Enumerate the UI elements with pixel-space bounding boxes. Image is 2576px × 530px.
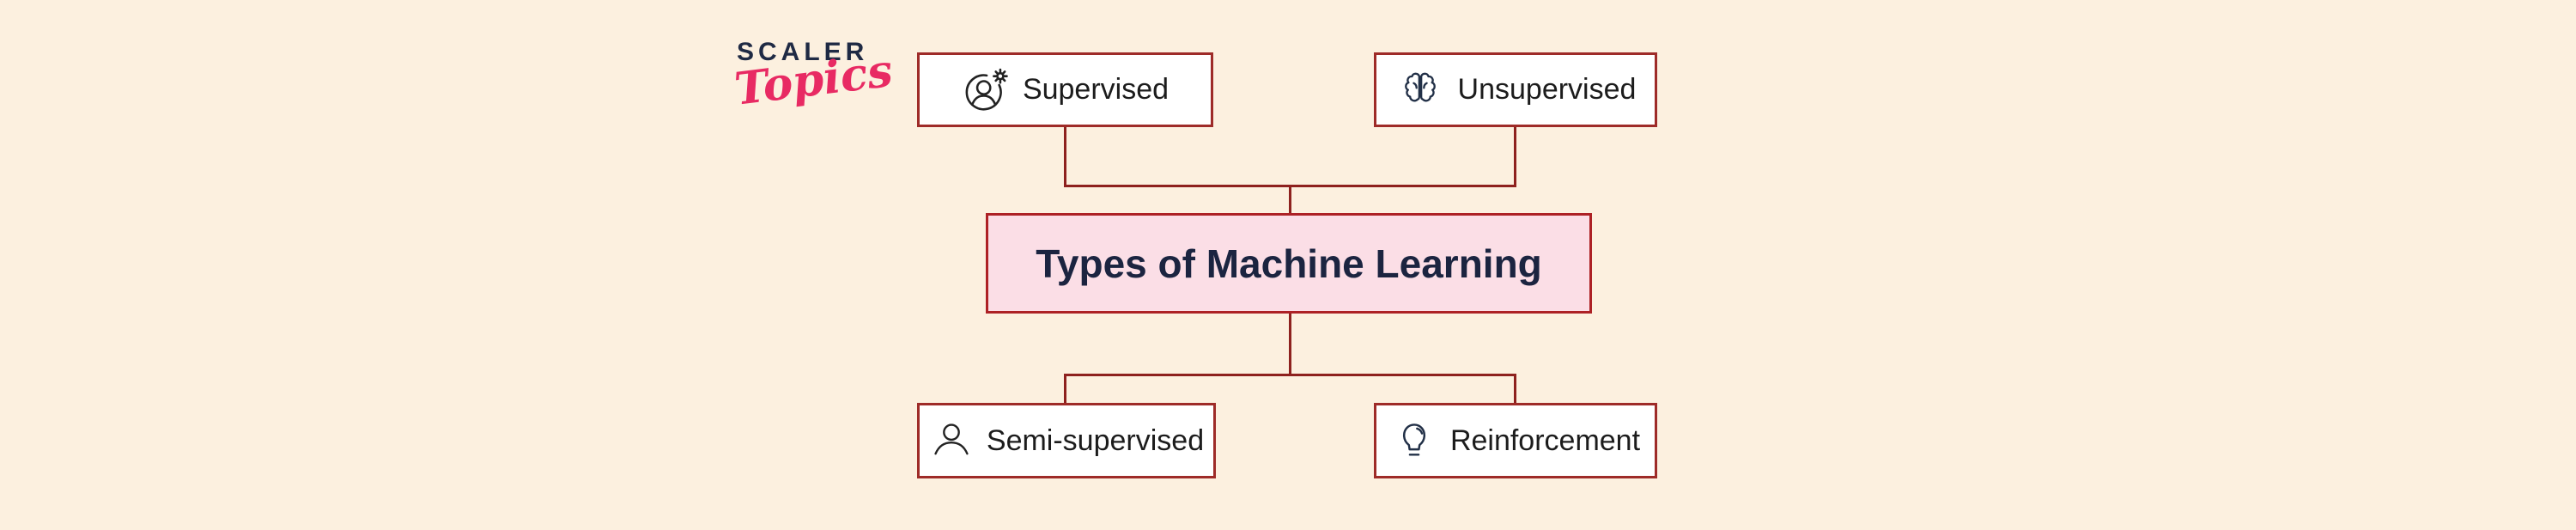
logo-brand-text: SCALER <box>737 38 869 66</box>
connector-line <box>1514 127 1516 187</box>
connector-line <box>1064 374 1066 403</box>
node-label: Unsupervised <box>1457 73 1637 106</box>
scaler-topics-logo: SCALER Topics <box>732 38 896 116</box>
connector-line <box>1289 185 1291 213</box>
root-title: Types of Machine Learning <box>1036 241 1542 286</box>
node-label: Semi-supervised <box>986 423 1205 457</box>
node-label: Supervised <box>1022 73 1170 106</box>
node-label: Reinforcement <box>1449 423 1641 457</box>
user-star-icon <box>962 66 1010 114</box>
node-reinforcement: Reinforcement <box>1374 403 1657 478</box>
lightbulb-icon <box>1391 417 1437 464</box>
person-icon <box>929 418 974 463</box>
connector-line <box>1514 374 1516 403</box>
connector-line <box>1064 127 1066 187</box>
brain-icon <box>1395 66 1445 114</box>
node-supervised: Supervised <box>917 52 1213 127</box>
connector-line <box>1289 314 1291 376</box>
node-root: Types of Machine Learning <box>986 213 1592 314</box>
node-unsupervised: Unsupervised <box>1374 52 1657 127</box>
connector-line <box>1064 374 1516 376</box>
node-semi-supervised: Semi-supervised <box>917 403 1216 478</box>
